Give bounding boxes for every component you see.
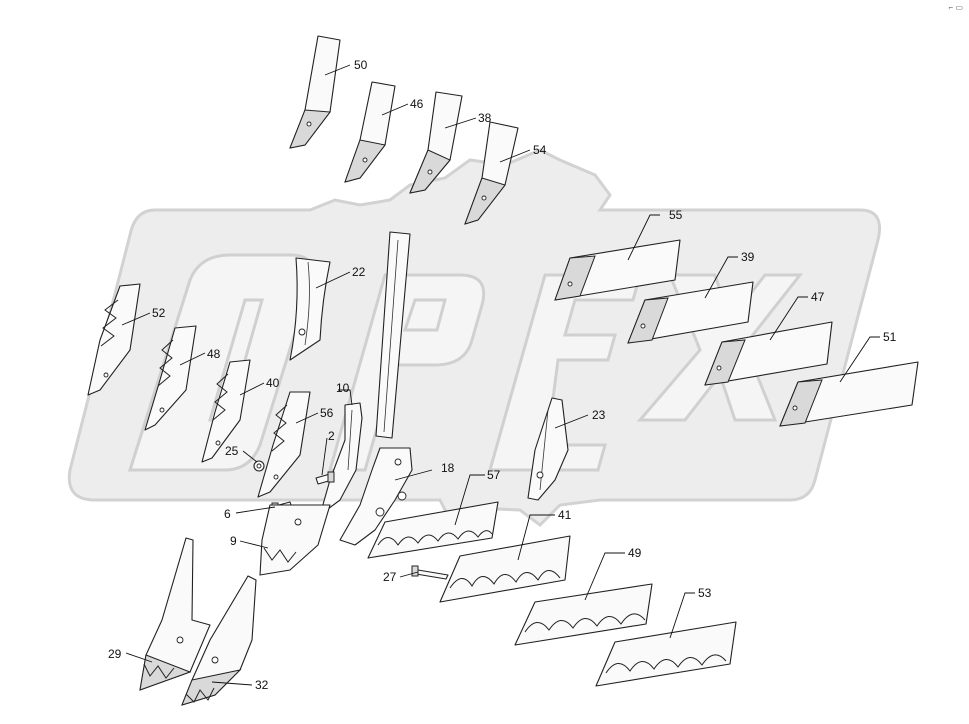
callout-50: 50	[354, 58, 368, 72]
leader-lines	[121, 64, 880, 686]
part-54	[464, 121, 519, 225]
part-39	[627, 281, 754, 344]
callout-40: 40	[266, 376, 280, 390]
callout-46: 46	[410, 97, 424, 111]
corner-mark: ⌐ ▭	[948, 3, 963, 12]
callout-10: 10	[336, 381, 350, 395]
part-55	[554, 239, 681, 301]
callout-22: 22	[352, 265, 366, 279]
callout-56: 56	[320, 406, 334, 420]
callout-2: 2	[328, 429, 335, 443]
part-49	[514, 583, 653, 646]
callout-53: 53	[698, 586, 712, 600]
part-40	[201, 359, 251, 463]
callout-52: 52	[152, 306, 166, 320]
callout-32: 32	[255, 678, 269, 692]
callout-57: 57	[487, 468, 501, 482]
callout-39: 39	[741, 250, 755, 264]
callout-6: 6	[224, 507, 231, 521]
callout-54: 54	[533, 143, 547, 157]
part-53	[595, 621, 737, 687]
part-29	[139, 537, 211, 691]
part-50	[289, 35, 341, 149]
callout-25: 25	[225, 444, 239, 458]
part-9	[259, 504, 331, 576]
callout-labels: 50 46 38 54 55 39 47 51 22 52 48 40 56 1…	[108, 58, 897, 692]
part-48	[144, 325, 197, 431]
part-51	[779, 361, 919, 427]
part-38	[409, 91, 463, 194]
part-47	[704, 321, 833, 386]
callout-38: 38	[478, 111, 492, 125]
callout-48: 48	[207, 347, 221, 361]
callout-23: 23	[592, 408, 606, 422]
callout-18: 18	[441, 461, 455, 475]
callout-47: 47	[811, 290, 825, 304]
callout-55: 55	[669, 208, 683, 222]
part-18	[339, 447, 413, 546]
part-52	[87, 283, 141, 396]
part-56	[257, 391, 311, 498]
callout-41: 41	[558, 508, 572, 522]
part-shank	[375, 231, 411, 439]
part-46	[344, 81, 396, 183]
callout-27: 27	[383, 570, 397, 584]
part-22	[289, 257, 331, 361]
part-41	[439, 535, 571, 603]
callout-29: 29	[108, 647, 122, 661]
callout-51: 51	[883, 330, 897, 344]
callout-9: 9	[230, 534, 237, 548]
part-23	[527, 397, 569, 501]
part-2	[315, 471, 335, 485]
callout-49: 49	[628, 546, 642, 560]
part-32	[181, 575, 257, 706]
part-25	[253, 460, 265, 472]
part-10	[319, 402, 363, 516]
